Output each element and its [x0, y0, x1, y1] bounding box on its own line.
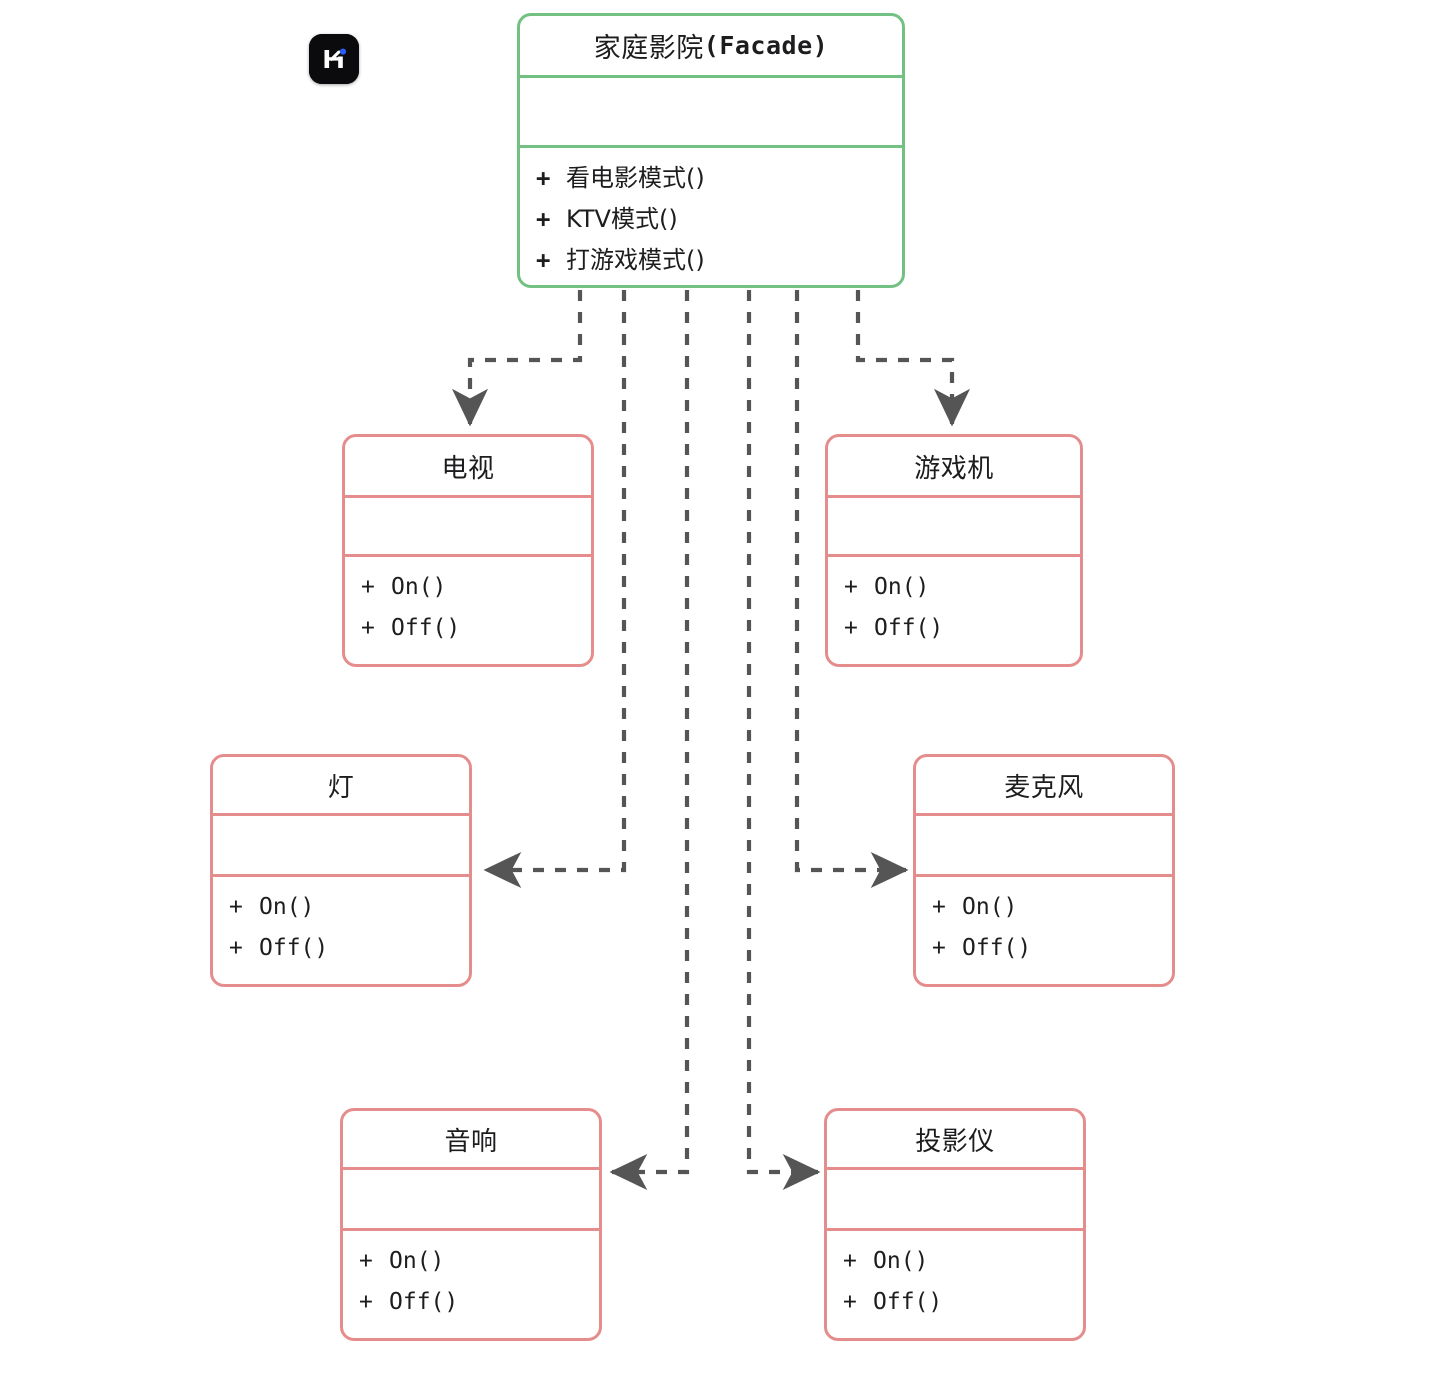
- class-box-facade[interactable]: 家庭影院(Facade) + 看电影模式() + KTV模式() + 打游戏模式…: [517, 13, 905, 288]
- class-box-tv[interactable]: 电视 + On() + Off(): [342, 434, 594, 667]
- operation-row: + On(): [229, 887, 455, 928]
- class-attributes-light: [213, 816, 469, 877]
- operation-signature: On(): [391, 574, 447, 600]
- class-attributes-console: [828, 498, 1080, 557]
- edge-facade-projector: [746, 290, 821, 1191]
- operation-row: + On(): [932, 887, 1158, 928]
- class-operations-facade: + 看电影模式() + KTV模式() + 打游戏模式(): [520, 148, 902, 285]
- operation-signature: On(): [962, 894, 1018, 920]
- class-name-facade-latin: (Facade): [703, 31, 829, 60]
- operation-signature: 打游戏模式(): [566, 245, 705, 274]
- class-name-microphone: 麦克风: [916, 757, 1172, 816]
- operation-row: + Off(): [229, 928, 455, 969]
- operation-signature: On(): [873, 1248, 929, 1274]
- operation-visibility: +: [361, 574, 375, 600]
- operation-signature: KTV模式(): [566, 204, 678, 233]
- k-logo-icon: [309, 34, 359, 84]
- operation-visibility: +: [932, 934, 946, 961]
- operation-signature: Off(): [874, 614, 944, 641]
- operation-row: + Off(): [932, 928, 1158, 969]
- operation-row: + On(): [359, 1241, 585, 1282]
- operation-signature: Off(): [873, 1288, 943, 1315]
- class-operations-microphone: + On() + Off(): [916, 877, 1172, 979]
- class-operations-console: + On() + Off(): [828, 557, 1080, 659]
- class-operations-tv: + On() + Off(): [345, 557, 591, 659]
- operation-row: + Off(): [359, 1282, 585, 1323]
- class-attributes-projector: [827, 1170, 1083, 1231]
- class-name-facade: 家庭影院(Facade): [520, 16, 902, 78]
- edge-facade-speaker: [609, 290, 690, 1191]
- operation-signature: On(): [259, 894, 315, 920]
- class-name-projector: 投影仪: [827, 1111, 1083, 1170]
- operation-visibility: +: [843, 1288, 857, 1315]
- class-box-microphone[interactable]: 麦克风 + On() + Off(): [913, 754, 1175, 987]
- operation-row: + Off(): [843, 1282, 1069, 1323]
- class-name-facade-cjk: 家庭影院: [593, 33, 704, 63]
- class-name-light: 灯: [213, 757, 469, 816]
- class-operations-speaker: + On() + Off(): [343, 1231, 599, 1333]
- operation-row: + Off(): [361, 608, 577, 649]
- class-name-speaker: 音响: [343, 1111, 599, 1170]
- operation-row: + 打游戏模式(): [536, 240, 888, 281]
- operation-visibility: +: [536, 245, 551, 274]
- operation-row: + Off(): [844, 608, 1066, 649]
- operation-row: + 看电影模式(): [536, 158, 888, 199]
- operation-signature: 看电影模式(): [566, 164, 705, 192]
- operation-signature: Off(): [389, 1288, 459, 1315]
- class-name-console: 游戏机: [828, 437, 1080, 498]
- operation-visibility: +: [536, 204, 551, 233]
- operation-row: + On(): [361, 567, 577, 608]
- operation-signature: On(): [389, 1248, 445, 1274]
- operation-visibility: +: [229, 894, 243, 920]
- operation-visibility: +: [229, 934, 243, 961]
- class-box-console[interactable]: 游戏机 + On() + Off(): [825, 434, 1083, 667]
- class-box-speaker[interactable]: 音响 + On() + Off(): [340, 1108, 602, 1341]
- edge-facade-tv: [451, 290, 583, 427]
- operation-visibility: +: [536, 164, 551, 192]
- operation-row: + On(): [844, 567, 1066, 608]
- operation-signature: On(): [874, 574, 930, 600]
- edge-facade-console: [855, 290, 971, 427]
- operation-visibility: +: [361, 614, 375, 641]
- operation-signature: Off(): [259, 934, 329, 961]
- operation-row: + KTV模式(): [536, 199, 888, 240]
- operation-row: + On(): [843, 1241, 1069, 1282]
- class-attributes-facade: [520, 78, 902, 148]
- class-name-tv: 电视: [345, 437, 591, 498]
- class-box-projector[interactable]: 投影仪 + On() + Off(): [824, 1108, 1086, 1341]
- class-attributes-speaker: [343, 1170, 599, 1231]
- class-box-light[interactable]: 灯 + On() + Off(): [210, 754, 472, 987]
- operation-signature: Off(): [962, 934, 1032, 961]
- class-operations-light: + On() + Off(): [213, 877, 469, 979]
- operation-visibility: +: [359, 1288, 373, 1315]
- operation-visibility: +: [932, 894, 946, 920]
- class-attributes-microphone: [916, 816, 1172, 877]
- class-attributes-tv: [345, 498, 591, 557]
- operation-visibility: +: [844, 574, 858, 600]
- operation-visibility: +: [844, 614, 858, 641]
- operation-visibility: +: [843, 1248, 857, 1274]
- class-operations-projector: + On() + Off(): [827, 1231, 1083, 1333]
- operation-signature: Off(): [391, 614, 461, 641]
- operation-visibility: +: [359, 1248, 373, 1274]
